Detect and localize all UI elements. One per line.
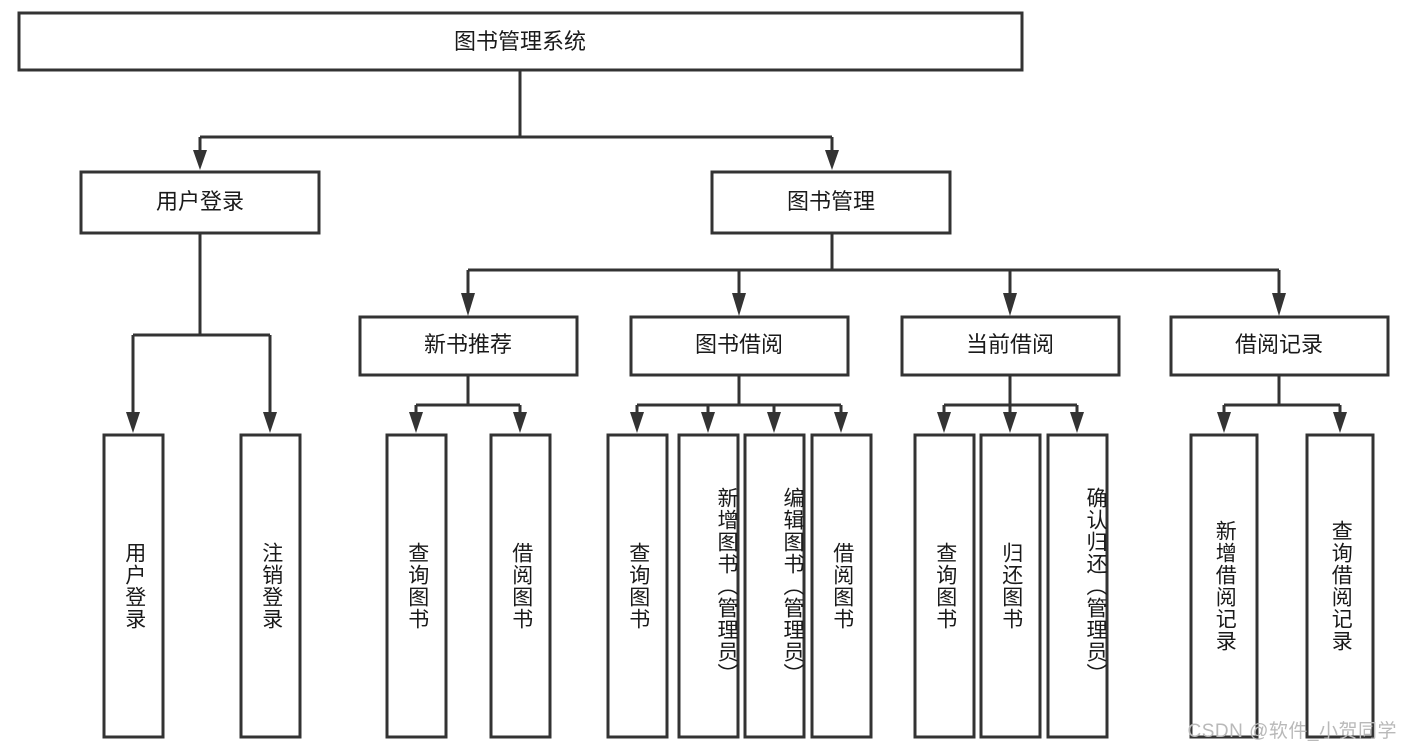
node-leaf-user-login[interactable]	[102, 433, 165, 739]
node-book-manage-label: 图书管理	[787, 189, 875, 214]
node-leaf-query-book-3[interactable]	[913, 433, 976, 739]
node-root-label: 图书管理系统	[454, 29, 586, 54]
node-borrow-record-label: 借阅记录	[1235, 332, 1323, 357]
node-new-book-rec-label: 新书推荐	[424, 332, 512, 357]
node-leaf-return-book[interactable]	[979, 433, 1042, 739]
node-leaf-borrow-book-1[interactable]	[489, 433, 552, 739]
node-book-borrow[interactable]: 图书借阅	[629, 315, 850, 377]
node-current-borrow-label: 当前借阅	[966, 332, 1054, 357]
node-current-borrow[interactable]: 当前借阅	[900, 315, 1121, 377]
node-user-login-label: 用户登录	[156, 189, 244, 214]
connector-root-to-level2	[193, 70, 839, 170]
connector-bookborrow-to-leaves	[630, 375, 848, 433]
node-leaf-query-book-2[interactable]	[606, 433, 669, 739]
connector-currentborrow-to-leaves	[937, 375, 1084, 433]
connector-newbookrec-to-leaves	[409, 375, 527, 433]
node-leaf-add-record[interactable]	[1189, 433, 1259, 739]
node-leaf-confirm-return[interactable]	[1046, 433, 1109, 739]
node-leaf-add-book[interactable]	[677, 433, 740, 739]
connector-bookmanage-to-level3	[461, 233, 1286, 316]
connector-userlogin-to-leaves	[126, 233, 277, 433]
node-borrow-record[interactable]: 借阅记录	[1169, 315, 1390, 377]
node-book-manage[interactable]: 图书管理	[710, 170, 952, 235]
node-root[interactable]: 图书管理系统	[17, 11, 1024, 72]
node-leaf-logout[interactable]	[239, 433, 302, 739]
node-leaf-borrow-book-2[interactable]	[810, 433, 873, 739]
node-leaf-query-book-1[interactable]	[385, 433, 448, 739]
node-new-book-rec[interactable]: 新书推荐	[358, 315, 579, 377]
node-leaf-edit-book[interactable]	[743, 433, 806, 739]
connector-borrowrecord-to-leaves	[1217, 375, 1347, 433]
node-book-borrow-label: 图书借阅	[695, 332, 783, 357]
csdn-watermark: CSDN @软件_小贺同学	[1187, 721, 1397, 742]
node-leaf-query-record[interactable]	[1305, 433, 1375, 739]
node-user-login[interactable]: 用户登录	[79, 170, 321, 235]
